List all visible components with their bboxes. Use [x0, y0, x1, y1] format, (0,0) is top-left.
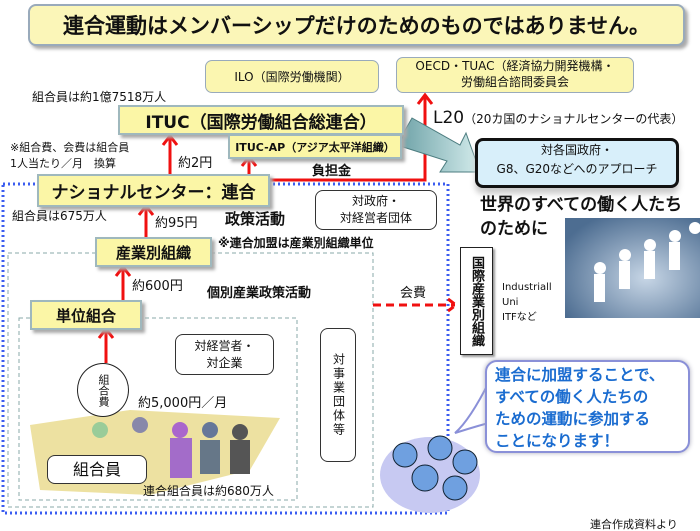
world-line1: 世界のすべての働く人たち [480, 195, 683, 215]
ilo-box: ILO（国際労働機関） [205, 60, 379, 93]
gov-approach-box: 対各国政府・ G8、G20などへのアプローチ [475, 138, 679, 188]
bubble-line1: 連合に加盟することで、 [495, 366, 665, 384]
vs-gov-line2: 対経営者団体 [339, 211, 412, 225]
bubble-line4: ことになります！ [495, 432, 620, 450]
nc-members: 組合員は675万人 [12, 209, 107, 223]
fee-2yen: 約2円 [178, 156, 213, 171]
arrow-nc-ituc [161, 133, 179, 174]
l20-desc: （20カ国のナショナルセンターの代表） [464, 112, 684, 126]
policy-label: 政策活動 [225, 210, 286, 228]
world-line2: のために [480, 219, 548, 239]
paper-people [594, 222, 700, 302]
fee-95yen: 約95円 [155, 216, 198, 231]
note-line1: ※組合費、会費は組合員 [10, 141, 130, 154]
speech-bubble: 連合に加盟することで、 すべての働く人たちの ための運動に参加する ことになりま… [485, 360, 690, 453]
oecd-box: OECD・TUAC（経済協力開発機構・労働組合諮問委員会 [396, 57, 634, 93]
gov-line2: G8、G20などへのアプローチ [496, 162, 658, 176]
fee-600yen: 約600円 [132, 279, 183, 294]
kaihi-label: 会費 [400, 286, 427, 301]
vs-mgmt-box: 対経営者・対企業 [175, 334, 274, 375]
intl-industrial-box: 国際産業別組織 [460, 247, 493, 355]
arrow-ind-nc [137, 203, 155, 237]
national-center-box: ナショナルセンター：連合 [37, 174, 270, 207]
gov-line1: 対各国政府・ [540, 143, 613, 157]
crowd-figures [92, 417, 250, 478]
rengo-members: 連合組合員は約680万人 [143, 484, 274, 498]
example-itf: ITFなど [502, 312, 537, 323]
l20-title: L20 [433, 108, 465, 128]
vs-mgmt-line2: 対企業 [206, 355, 243, 370]
arrow-ituc-ap [240, 154, 258, 174]
world-heading: 世界のすべての働く人たちのために [480, 193, 682, 241]
vs-gov-line1: 対政府・ [351, 194, 400, 208]
intl-examples: Industriall Uni ITFなど [502, 280, 552, 325]
burden-label: 負担金 [312, 164, 352, 179]
source-note: 連合作成資料より [590, 518, 678, 531]
ituc-box: ITUC（国際労働組合総連合） [118, 105, 404, 135]
arrow-unit-ind [114, 264, 132, 300]
fee-5000yen: 約5,000円／月 [138, 396, 228, 411]
example-industriall: Industriall [502, 282, 552, 293]
rengo-boundary [1, 182, 450, 515]
oecd-line1: OECD・TUAC（経済協力開発機構・ [415, 59, 615, 73]
l20-label: L20（20カ国のナショナルセンターの代表） [433, 108, 683, 128]
industrial-note: ※連合加盟は産業別組織単位 [218, 236, 374, 250]
vs-gov-box: 対政府・対経営者団体 [315, 190, 437, 230]
members-box: 組合員 [47, 455, 147, 484]
ituc-ap-box: ITUC-AP（アジア太平洋組織） [228, 134, 402, 159]
ituc-members: 組合員は約1億7518万人 [32, 90, 167, 104]
example-uni: Uni [502, 297, 519, 308]
people-clipart [380, 435, 480, 513]
fee-note: ※組合費、会費は組合員 1人当たり／月 換算 [10, 140, 129, 172]
page-title: 連合運動はメンバーシップだけのためのものではありません。 [28, 4, 685, 46]
industry-policy-label: 個別産業政策活動 [207, 286, 312, 301]
industrial-box: 産業別組織 [95, 237, 212, 267]
bubble-line2: すべての働く人たちの [495, 388, 649, 406]
vs-business-box: 対事業団体等 [320, 328, 356, 462]
unit-boundary [18, 317, 298, 501]
oecd-line2: 労働組合諮問委員会 [460, 75, 569, 89]
arrow-oecd [268, 92, 434, 182]
union-fee-circle: 組合費 [77, 363, 129, 417]
vs-mgmt-line1: 対経営者・ [194, 338, 255, 353]
arrow-kaihi [373, 297, 459, 313]
arrow-fee-unit [97, 326, 115, 363]
note-line2: 1人当たり／月 換算 [10, 157, 116, 170]
bubble-line3: ための運動に参加する [495, 410, 651, 428]
unit-union-box: 単位組合 [30, 300, 142, 330]
